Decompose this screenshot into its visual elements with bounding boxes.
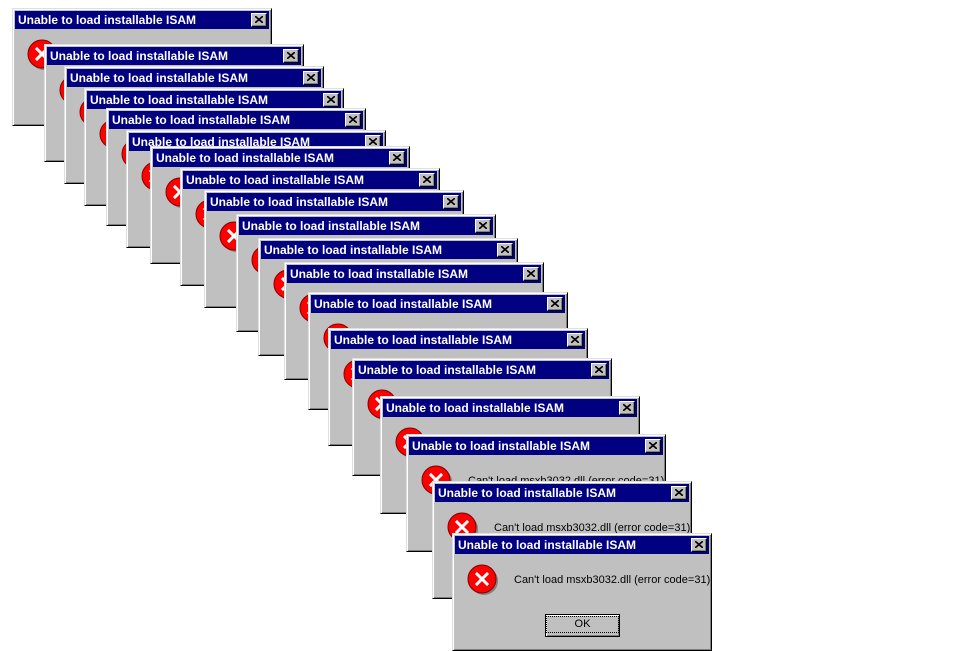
- close-button[interactable]: [389, 151, 405, 165]
- dialog-title: Unable to load installable ISAM: [18, 13, 197, 27]
- dialog-title: Unable to load installable ISAM: [290, 267, 469, 281]
- close-icon: [255, 16, 263, 23]
- dialog-title: Unable to load installable ISAM: [412, 439, 591, 453]
- close-button[interactable]: [443, 195, 459, 209]
- close-icon: [527, 270, 535, 277]
- dialog-title: Unable to load installable ISAM: [210, 195, 389, 209]
- dialog-title-bar[interactable]: Unable to load installable ISAM: [435, 484, 689, 502]
- dialog-title: Unable to load installable ISAM: [458, 538, 637, 552]
- dialog-title-bar[interactable]: Unable to load installable ISAM: [455, 536, 709, 554]
- dialog-title: Unable to load installable ISAM: [90, 93, 269, 107]
- close-icon: [501, 246, 509, 253]
- error-message: Can't load msxb3032.dll (error code=31): [514, 574, 711, 586]
- close-button[interactable]: [671, 486, 687, 500]
- dialog-title-bar[interactable]: Unable to load installable ISAM: [109, 111, 363, 129]
- dialog-title-bar[interactable]: Unable to load installable ISAM: [311, 295, 565, 313]
- dialog-title-bar[interactable]: Unable to load installable ISAM: [383, 399, 637, 417]
- dialog-title-bar[interactable]: Unable to load installable ISAM: [331, 331, 585, 349]
- close-icon: [551, 300, 559, 307]
- close-button[interactable]: [523, 267, 539, 281]
- dialog-title-bar[interactable]: Unable to load installable ISAM: [207, 193, 461, 211]
- dialog-title: Unable to load installable ISAM: [334, 333, 513, 347]
- close-button[interactable]: [691, 538, 707, 552]
- dialog-title: Unable to load installable ISAM: [132, 135, 311, 149]
- close-button[interactable]: [251, 13, 267, 27]
- close-button[interactable]: [419, 173, 435, 187]
- ok-button-label: OK: [545, 616, 620, 633]
- close-icon: [393, 154, 401, 161]
- close-button[interactable]: [567, 333, 583, 347]
- dialog-title-bar[interactable]: Unable to load installable ISAM: [287, 265, 541, 283]
- close-button[interactable]: [475, 219, 491, 233]
- ok-button[interactable]: OK: [545, 614, 620, 637]
- dialog-title: Unable to load installable ISAM: [70, 71, 249, 85]
- dialog-title: Unable to load installable ISAM: [438, 486, 617, 500]
- close-icon: [649, 442, 657, 449]
- error-icon: [467, 564, 498, 595]
- close-button[interactable]: [323, 93, 339, 107]
- dialog-title-bar[interactable]: Unable to load installable ISAM: [239, 217, 493, 235]
- dialog-title: Unable to load installable ISAM: [264, 243, 443, 257]
- close-icon: [423, 176, 431, 183]
- error-message: Can't load msxb3032.dll (error code=31): [494, 522, 691, 534]
- dialog-title: Unable to load installable ISAM: [50, 49, 229, 63]
- close-button[interactable]: [619, 401, 635, 415]
- dialog-title: Unable to load installable ISAM: [112, 113, 291, 127]
- close-icon: [349, 116, 357, 123]
- close-icon: [447, 198, 455, 205]
- dialog-title: Unable to load installable ISAM: [156, 151, 335, 165]
- close-button[interactable]: [345, 113, 361, 127]
- close-button[interactable]: [303, 71, 319, 85]
- close-button[interactable]: [547, 297, 563, 311]
- dialog-title-bar[interactable]: Unable to load installable ISAM: [183, 171, 437, 189]
- dialog-title-bar[interactable]: Unable to load installable ISAM: [47, 47, 301, 65]
- dialog-title: Unable to load installable ISAM: [314, 297, 493, 311]
- close-icon: [571, 336, 579, 343]
- close-icon: [369, 138, 377, 145]
- close-button[interactable]: [497, 243, 513, 257]
- close-button[interactable]: [591, 363, 607, 377]
- error-dialog[interactable]: Unable to load installable ISAM Can't loa…: [452, 533, 712, 651]
- dialog-title: Unable to load installable ISAM: [186, 173, 365, 187]
- dialog-title-bar[interactable]: Unable to load installable ISAM: [15, 11, 269, 29]
- dialog-title-bar[interactable]: Unable to load installable ISAM: [67, 69, 321, 87]
- dialog-title: Unable to load installable ISAM: [242, 219, 421, 233]
- dialog-title-bar[interactable]: Unable to load installable ISAM: [261, 241, 515, 259]
- close-button[interactable]: [645, 439, 661, 453]
- close-icon: [287, 52, 295, 59]
- close-button[interactable]: [283, 49, 299, 63]
- dialog-title-bar[interactable]: Unable to load installable ISAM: [153, 149, 407, 167]
- close-icon: [479, 222, 487, 229]
- close-icon: [327, 96, 335, 103]
- dialog-title-bar[interactable]: Unable to load installable ISAM: [409, 437, 663, 455]
- dialog-title: Unable to load installable ISAM: [386, 401, 565, 415]
- dialog-title-bar[interactable]: Unable to load installable ISAM: [355, 361, 609, 379]
- close-icon: [675, 489, 683, 496]
- close-icon: [623, 404, 631, 411]
- dialog-title-bar[interactable]: Unable to load installable ISAM: [87, 91, 341, 109]
- close-icon: [307, 74, 315, 81]
- dialog-title: Unable to load installable ISAM: [358, 363, 537, 377]
- close-icon: [595, 366, 603, 373]
- close-icon: [695, 541, 703, 548]
